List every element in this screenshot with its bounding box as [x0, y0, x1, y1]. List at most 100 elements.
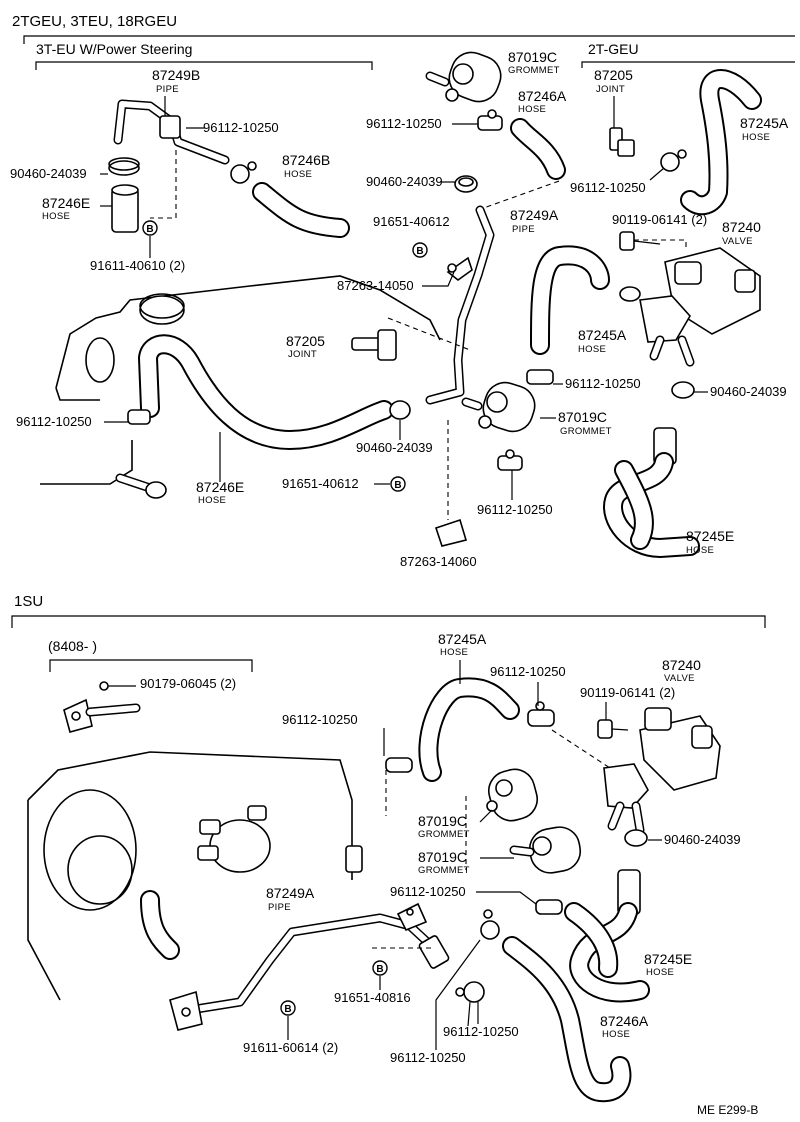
label-87019c-a: 87019C: [508, 49, 557, 65]
label-87249a-b: 87249A: [266, 885, 315, 901]
label-hose-a-a: HOSE: [518, 104, 546, 115]
label-90460-b: 90460-24039: [366, 174, 443, 189]
clip-nearvalve-a-drawing: [619, 286, 641, 302]
label-96112-j: 96112-10250: [443, 1024, 519, 1039]
svg-text:B: B: [146, 224, 153, 235]
label-96112-g: 96112-10250: [490, 664, 566, 679]
header-bracket-main: [23, 35, 795, 44]
bolt-symbol-a: B: [142, 220, 158, 236]
svg-text:B: B: [394, 480, 401, 491]
engine-outline-upper: [55, 275, 441, 401]
label-pipe-c: PIPE: [268, 902, 291, 913]
label-87019c-d: 87019C: [418, 849, 467, 865]
clip-96112-a-drawing: [230, 161, 257, 184]
svg-text:B: B: [416, 246, 423, 257]
bolt-symbol-c: B: [390, 476, 406, 492]
label-87019c-b: 87019C: [558, 409, 607, 425]
clip-96112-d-drawing: [526, 369, 554, 385]
hose-87245a-a-drawing: [680, 69, 762, 216]
grommet-87019c-b-drawing: [461, 381, 536, 433]
bracket-lower-drawing: [396, 902, 428, 932]
valve-87240-b-drawing: [603, 707, 721, 835]
hose-87245a-b-drawing: [530, 245, 610, 355]
grommet-87019c-d-drawing: [509, 826, 582, 874]
bolt-symbol-d: B: [372, 960, 388, 976]
label-90460-c: 90460-24039: [710, 384, 787, 399]
leader-joint-87205-b: [387, 317, 471, 351]
bracket-87263-14050-drawing: [446, 256, 473, 282]
label-90460-a: 90460-24039: [10, 166, 87, 181]
label-grommet-b: GROMMET: [560, 426, 612, 437]
header-bracket-sub: [35, 61, 373, 70]
joint-87205-a-drawing: [609, 127, 635, 157]
clip-90460-c-drawing: [671, 381, 695, 399]
figure-id: ME E299-B: [697, 1103, 758, 1117]
label-hose-45a-a: HOSE: [742, 132, 770, 143]
hose-87246e-a-drawing: [111, 184, 139, 233]
label-joint-a: JOINT: [596, 84, 625, 95]
leader-96112-k: [435, 939, 481, 1050]
pipe-87249a-b-drawing: [169, 913, 450, 1031]
leader-87249b: [150, 150, 177, 219]
label-96112-a: 96112-10250: [203, 120, 279, 135]
label-87246e-a: 87246E: [42, 195, 90, 211]
bolt-90119-a-drawing: [619, 231, 661, 251]
label-grommet-c: GROMMET: [418, 829, 470, 840]
hose-87246e-b-drawing: [138, 334, 394, 450]
label-96112-f: 96112-10250: [477, 502, 553, 517]
label-90460-d: 90460-24039: [356, 440, 433, 455]
label-hose-a-b: HOSE: [602, 1029, 630, 1040]
label-valve-b: VALVE: [664, 673, 695, 684]
label-90460-e: 90460-24039: [664, 832, 741, 847]
label-grommet-a: GROMMET: [508, 65, 560, 76]
leader-96112-c: [649, 167, 665, 181]
label-87245e-a: 87245E: [686, 528, 734, 544]
hose-87246a-a-drawing: [510, 118, 566, 180]
label-grommet-d: GROMMET: [418, 865, 470, 876]
grommet-87019c-a-drawing: [425, 51, 502, 103]
clip-96112-g-drawing: [527, 701, 555, 727]
clip-96112-j-drawing: [455, 981, 485, 1003]
label-87246e-b: 87246E: [196, 479, 244, 495]
svg-text:B: B: [376, 964, 383, 975]
label-96112-i: 96112-10250: [390, 884, 466, 899]
label-91611-b: 91611-60614 (2): [243, 1040, 338, 1055]
clip-96112-k-drawing: [480, 909, 500, 940]
label-96112-e: 96112-10250: [16, 414, 92, 429]
label-87246a-a: 87246A: [518, 88, 567, 104]
label-87245a-b: 87245A: [578, 327, 627, 343]
label-87245a-c: 87245A: [438, 631, 487, 647]
label-pipe-b: PIPE: [512, 224, 535, 235]
leader-96112-j-b: [467, 1001, 471, 1027]
label-87246a-b: 87246A: [600, 1013, 649, 1029]
label-96112-c: 96112-10250: [570, 180, 646, 195]
label-87246b: 87246B: [282, 152, 330, 168]
header-bracket-right: [581, 61, 795, 68]
grommet-87019c-c-drawing: [486, 768, 538, 822]
label-96112-k: 96112-10250: [390, 1050, 466, 1065]
label-hose-45e-b: HOSE: [646, 967, 674, 978]
header-bracket-date: [49, 659, 253, 672]
label-87263-b: 87263-14060: [400, 554, 477, 569]
hose-87245e-b-drawing: [564, 869, 650, 1003]
label-87205-a: 87205: [594, 67, 633, 83]
flange-pipe-upper-drawing: [63, 681, 141, 733]
pipe-87249b-drawing: [113, 99, 230, 165]
label-90119-a: 90119-06141 (2): [612, 212, 707, 227]
label-91611-a: 91611-40610 (2): [90, 258, 185, 273]
pipe-87249a-a-drawing: [425, 205, 495, 405]
hose-87245e-a-drawing: [603, 427, 700, 558]
clip-96112-h-drawing: [385, 757, 413, 773]
hose-87245a-c-drawing: [418, 677, 520, 782]
label-joint-b: JOINT: [288, 349, 317, 360]
leader-dash-valve-b: [551, 729, 611, 769]
label-87240-a: 87240: [722, 219, 761, 235]
header-2t-geu: 2T-GEU: [588, 41, 639, 57]
label-87249b: 87249B: [152, 67, 200, 83]
clip-96112-b-drawing: [477, 109, 503, 131]
bolt-symbol-b: B: [412, 242, 428, 258]
clip-96112-e-drawing: [127, 409, 151, 425]
header-bracket-lower: [11, 615, 766, 628]
label-pipe-a: PIPE: [156, 84, 179, 95]
